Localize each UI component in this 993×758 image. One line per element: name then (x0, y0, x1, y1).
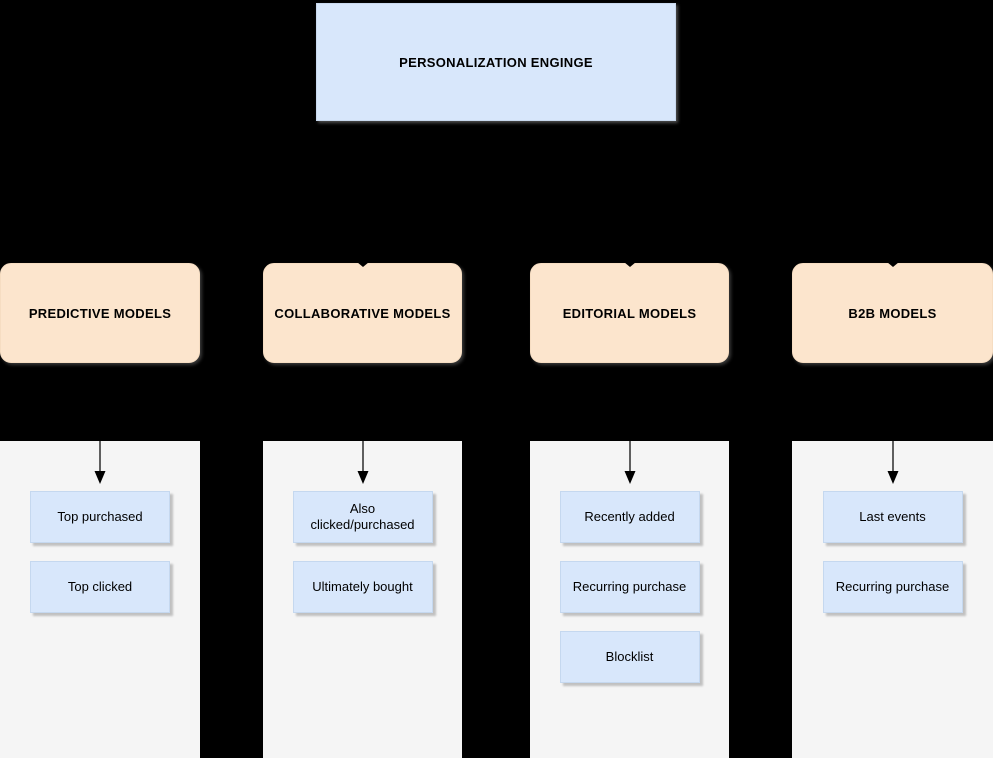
leaf-node: Also clicked/purchased (292, 491, 433, 543)
root-node-label: PERSONALIZATION ENGINGE (399, 54, 593, 70)
down-arrow-icon (94, 441, 106, 484)
leaf-node: Recurring purchase (822, 561, 963, 613)
leaf-node: Ultimately bought (292, 561, 433, 613)
branch-panel-predictive: PREDICTIVE MODELS Top purchased Top clic… (0, 263, 200, 758)
root-node-personalization-engine: PERSONALIZATION ENGINGE (316, 3, 676, 121)
branch-panel-editorial: EDITORIAL MODELS Recently added Recurrin… (530, 262, 729, 758)
leaf-node: Top clicked (30, 561, 170, 613)
branch-node-b2b: B2B MODELS (792, 262, 993, 363)
branch-node-label: EDITORIAL MODELS (562, 305, 697, 321)
leaf-node: Last events (822, 491, 963, 543)
leaf-node-label: Last events (859, 508, 926, 524)
leaf-node-label: Recurring purchase (572, 578, 687, 594)
leaf-node-label: Recently added (584, 508, 675, 524)
down-arrow-icon (357, 441, 368, 484)
branch-node-predictive: PREDICTIVE MODELS (0, 263, 200, 363)
down-arrow-icon (887, 441, 898, 484)
branch-node-label: PREDICTIVE MODELS (28, 305, 172, 321)
leaf-node-label: Also clicked/purchased (310, 500, 415, 532)
leaf-node: Top purchased (30, 491, 170, 543)
leaf-node: Recurring purchase (559, 561, 700, 613)
connector-arrowhead-icon (886, 262, 899, 267)
leaf-node: Blocklist (559, 631, 700, 683)
leaf-node-label: Top purchased (57, 508, 143, 524)
branch-panel-collaborative: COLLABORATIVE MODELS Also clicked/purcha… (263, 262, 462, 758)
leaf-node: Recently added (559, 491, 700, 543)
down-arrow-icon (624, 441, 635, 484)
connector-arrowhead-icon (623, 262, 636, 267)
leaf-node-label: Ultimately bought (312, 578, 413, 594)
branch-node-collaborative: COLLABORATIVE MODELS (263, 262, 462, 363)
branch-node-label: COLLABORATIVE MODELS (274, 305, 451, 321)
leaf-node-label: Recurring purchase (835, 578, 950, 594)
branch-node-label: B2B MODELS (848, 305, 937, 321)
branch-node-editorial: EDITORIAL MODELS (530, 262, 729, 363)
connector-arrowhead-icon (356, 262, 369, 267)
leaf-node-label: Top clicked (67, 578, 133, 594)
branch-panel-b2b: B2B MODELS Last events Recurring purchas… (792, 262, 993, 758)
leaf-node-label: Blocklist (605, 648, 654, 664)
